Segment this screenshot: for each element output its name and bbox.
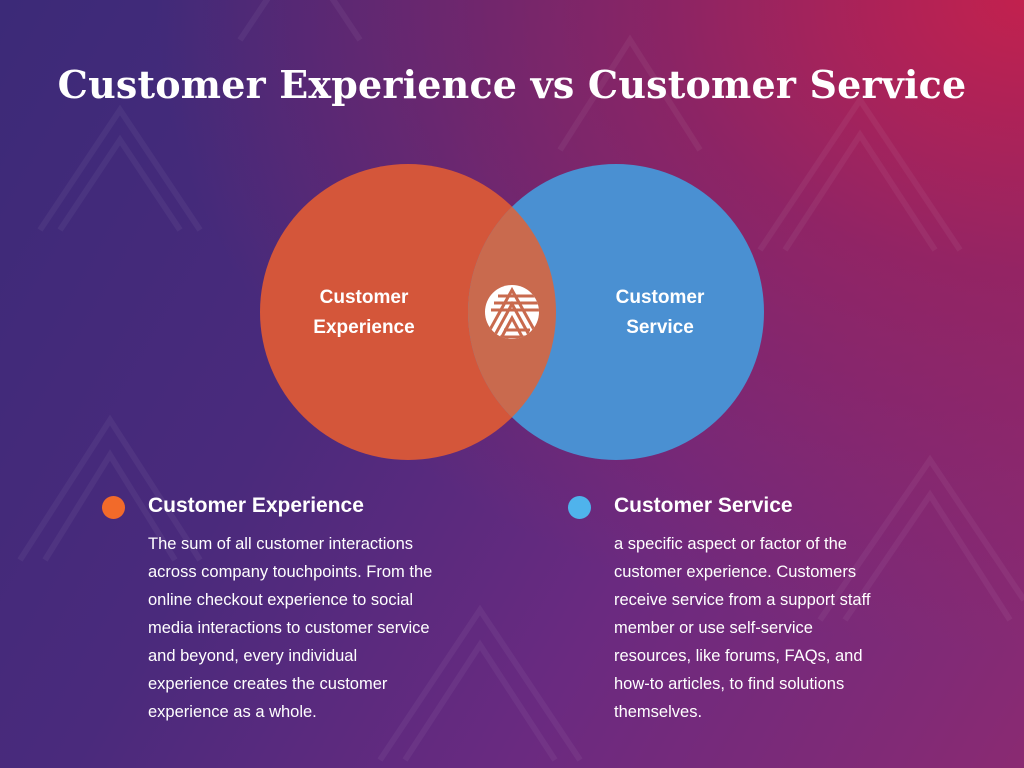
legend-heading: Customer Experience — [148, 494, 364, 517]
legend-description: The sum of all customer interactions acr… — [148, 530, 498, 726]
description-line: The sum of all customer interactions — [148, 535, 414, 553]
description-line: customer experience. Customers — [614, 563, 857, 581]
description-line: online checkout experience to social — [148, 591, 414, 609]
venn-right-label-line: Service — [626, 317, 694, 338]
venn-left-label-line: Experience — [313, 317, 415, 338]
description-line: across company touchpoints. From the — [148, 563, 433, 581]
venn-right-label-line: Customer — [615, 287, 705, 308]
customer-experience-circle — [260, 164, 556, 460]
description-line: a specific aspect or factor of the — [614, 535, 847, 553]
description-line: how-to articles, to find solutions — [614, 675, 845, 693]
description-line: themselves. — [614, 703, 703, 721]
orange-dot-icon — [102, 496, 125, 519]
description-line: resources, like forums, FAQs, and — [614, 647, 863, 665]
description-line: member or use self-service — [614, 619, 813, 637]
venn-right-label: Customer Service — [580, 283, 740, 343]
blue-dot-icon — [568, 496, 591, 519]
venn-left-label: Customer Experience — [284, 283, 444, 343]
description-line: media interactions to customer service — [148, 619, 430, 637]
customer-service-circle — [468, 164, 764, 460]
description-line: receive service from a support staff — [614, 591, 871, 609]
description-line: and beyond, every individual — [148, 647, 358, 665]
page-title: Customer Experience vs Customer Service — [57, 62, 967, 107]
description-line: experience as a whole. — [148, 703, 317, 721]
triangle-logo-icon — [485, 285, 539, 339]
description-line: experience creates the customer — [148, 675, 388, 693]
legend-heading: Customer Service — [614, 494, 793, 517]
venn-left-label-line: Customer — [319, 287, 409, 308]
legend-description: a specific aspect or factor of the custo… — [614, 530, 964, 726]
